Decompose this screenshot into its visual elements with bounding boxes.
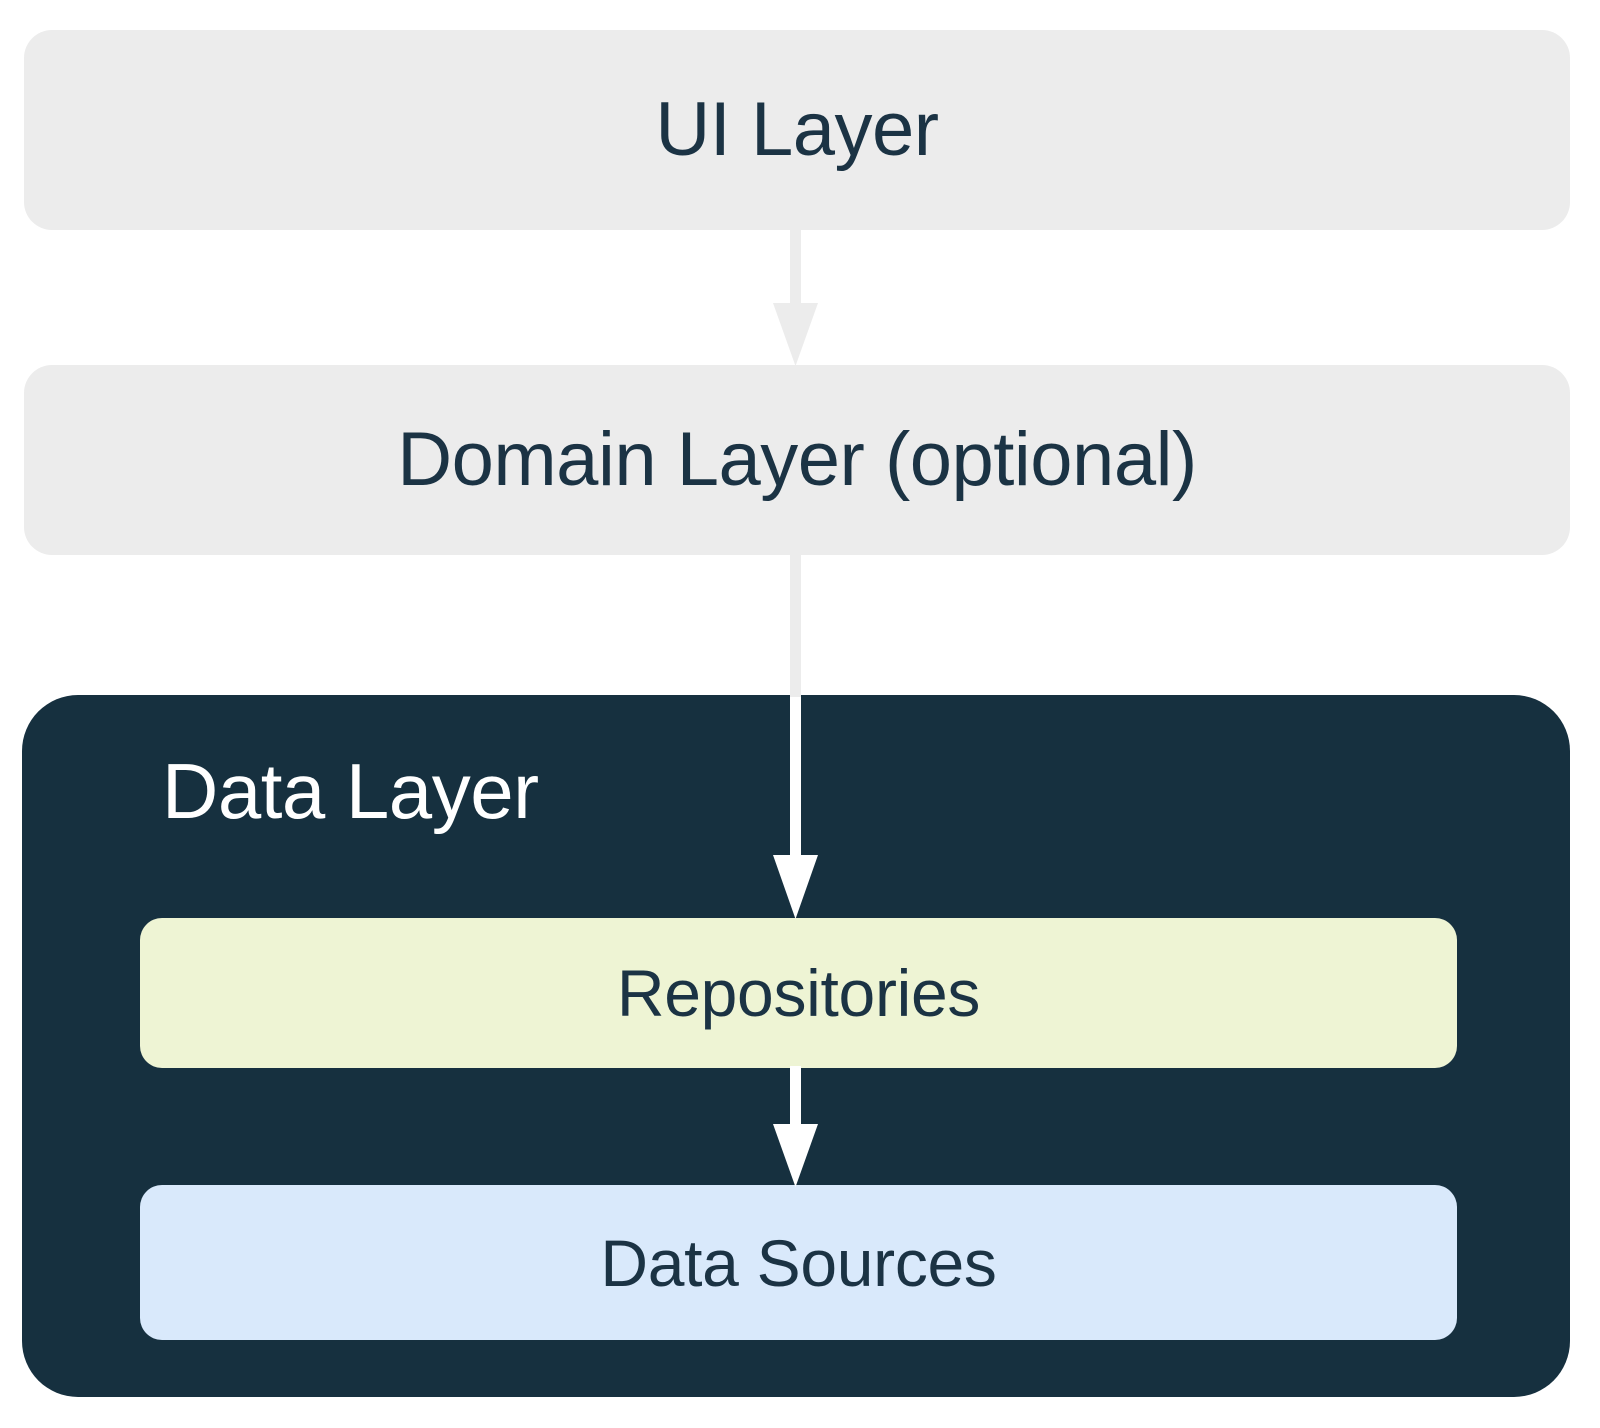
data-sources-label: Data Sources: [600, 1225, 997, 1300]
domain-layer-box: Domain Layer (optional): [24, 365, 1570, 555]
data-sources-box: Data Sources: [140, 1185, 1457, 1340]
arrow-ui-to-domain-icon: [773, 228, 818, 366]
repositories-label: Repositories: [616, 956, 981, 1030]
repositories-box: Repositories: [140, 918, 1457, 1068]
domain-layer-label: Domain Layer (optional): [397, 417, 1197, 502]
data-layer-title: Data Layer: [162, 747, 539, 835]
ui-layer-box: UI Layer: [24, 30, 1570, 230]
ui-layer-label: UI Layer: [655, 87, 939, 172]
